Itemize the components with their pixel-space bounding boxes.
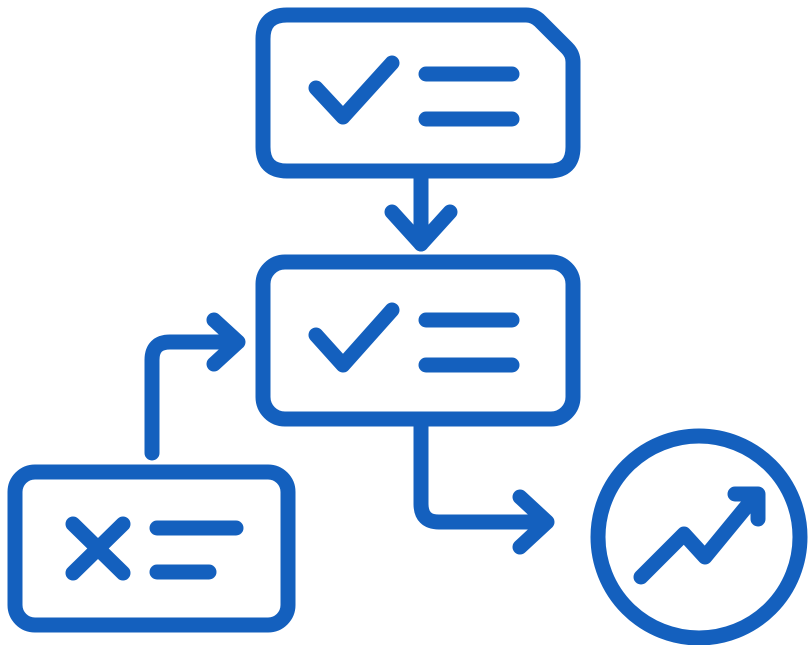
connector-line [413,411,553,530]
top-document-outline [255,7,581,179]
middle-box-outline [255,254,581,427]
trend-up-icon [633,487,764,585]
x-icon [65,516,131,581]
result-circle [590,428,808,645]
bottom-left-box [7,464,296,633]
arrow-right-icon [512,489,555,555]
bottom-left-box-outline [7,464,296,633]
check-icon [308,55,400,125]
connector-bottom-left-to-middle [144,312,246,461]
connector-middle-to-circle [413,411,555,555]
middle-box [255,254,581,427]
top-document-box [255,7,581,179]
arrow-head-icon [727,486,766,527]
arrow-down-icon [384,204,458,252]
connector-top-to-middle [384,163,458,252]
connector-line [144,334,244,461]
check-icon [308,302,400,373]
result-circle-outline [590,428,808,645]
arrow-right-icon [206,312,246,372]
